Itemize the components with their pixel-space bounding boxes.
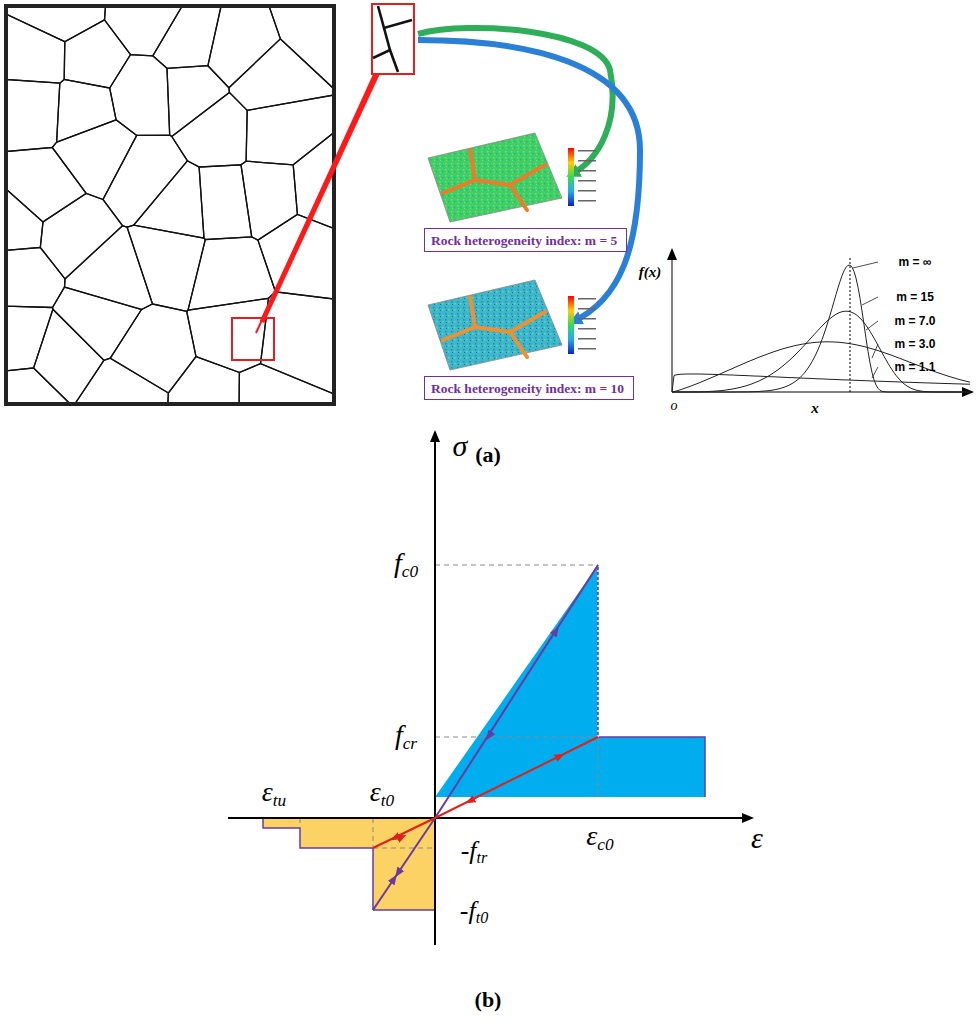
grain-cell <box>57 79 117 142</box>
grain-cell <box>239 364 334 404</box>
index-box: Rock heterogeneity index: m = 10 <box>424 376 634 400</box>
index-box: Rock heterogeneity index: m = 5 <box>424 228 627 252</box>
leader-line <box>872 367 878 378</box>
grain-cell <box>6 368 70 404</box>
damaged-tension <box>373 818 435 848</box>
tension-outline <box>373 909 435 911</box>
grain-mesh <box>6 6 334 404</box>
weibull-curve <box>672 374 970 392</box>
panel-border <box>6 6 334 404</box>
grain-cell <box>75 358 169 404</box>
grain-cell <box>134 161 204 238</box>
compression-outline <box>598 565 705 797</box>
peak-line <box>850 258 851 392</box>
grain-cell <box>6 306 53 371</box>
plot-label: εc0 <box>586 822 613 853</box>
plot-label: m = 1.1 <box>894 361 935 373</box>
leader-line <box>862 297 878 305</box>
plot-label: -ftr <box>461 838 488 867</box>
plot-label: m = 7.0 <box>894 315 935 327</box>
stress-axis <box>434 432 436 945</box>
plot-label: m = 15 <box>896 291 934 303</box>
plot-label: m = 3.0 <box>894 338 935 350</box>
zoom-marker <box>232 318 274 360</box>
elastic-tension <box>373 818 435 910</box>
grain-cell <box>65 226 153 310</box>
grain-cell <box>127 225 205 311</box>
plot-label: m = ∞ <box>899 256 932 268</box>
plot-label: εt0 <box>370 778 395 809</box>
peak-drop <box>597 565 599 737</box>
grain-cell <box>105 6 183 56</box>
tension-region <box>263 818 435 910</box>
plot-label: -ft0 <box>460 898 488 927</box>
grain-cell <box>53 287 142 360</box>
contour-image-m5 <box>428 133 596 222</box>
weibull-curves <box>672 262 970 392</box>
grain-cell <box>34 309 104 404</box>
grain-cell <box>241 161 297 240</box>
grain-cell <box>258 214 334 299</box>
grain-cell <box>269 6 334 89</box>
weibull-y-axis <box>672 250 673 392</box>
grain-cell <box>110 304 196 393</box>
plot-label: (b) <box>475 989 502 1011</box>
strain-axis <box>228 817 752 819</box>
plot-label: x <box>811 401 819 416</box>
grain-cell <box>6 248 65 308</box>
zoom-arrow-tail <box>256 44 388 333</box>
grain-cell <box>153 6 221 68</box>
leader-line <box>866 321 878 330</box>
grain-cell <box>167 66 229 137</box>
grain-cell <box>40 193 122 279</box>
grain-cell <box>6 80 60 152</box>
tension-drop <box>372 848 374 910</box>
plot-label: εtu <box>262 778 287 809</box>
blue-arrow <box>418 40 640 322</box>
grain-cell <box>199 165 252 240</box>
zoom-grain-lines <box>373 6 412 72</box>
residual-outline <box>228 818 373 848</box>
grain-cell <box>246 95 334 165</box>
guide-lines <box>300 565 598 848</box>
compression-region <box>435 565 705 797</box>
plot-label: fcr <box>395 721 417 752</box>
plot-label: f(x) <box>639 265 662 280</box>
grain-cell <box>6 148 86 222</box>
grain-cell <box>187 298 269 372</box>
zoom-box <box>372 4 414 74</box>
elastic-compression <box>435 565 598 818</box>
contour-image-m10 <box>428 280 596 370</box>
grain-cell <box>103 135 187 227</box>
plot-label: ε <box>751 823 763 853</box>
plot-label: o <box>671 399 678 413</box>
plot-label: (a) <box>475 444 501 466</box>
leader-line <box>853 262 878 268</box>
weibull-curve <box>672 265 970 392</box>
leader-line <box>872 344 878 358</box>
grain-cell <box>6 189 43 250</box>
grain-cell <box>110 55 170 136</box>
path-arrows <box>388 631 560 888</box>
index-label: Rock heterogeneity index: m = 5 <box>431 233 617 248</box>
grain-cell <box>64 20 130 88</box>
plot-label: fc0 <box>394 549 418 580</box>
damaged-compression <box>435 737 598 818</box>
zoom-arrow <box>262 42 392 322</box>
grain-cell <box>6 6 106 42</box>
plot-label: σ <box>453 431 468 461</box>
grain-cell <box>6 14 65 83</box>
grain-cell <box>172 92 247 167</box>
index-label: Rock heterogeneity index: m = 10 <box>431 381 624 396</box>
weibull-curve <box>672 311 970 392</box>
